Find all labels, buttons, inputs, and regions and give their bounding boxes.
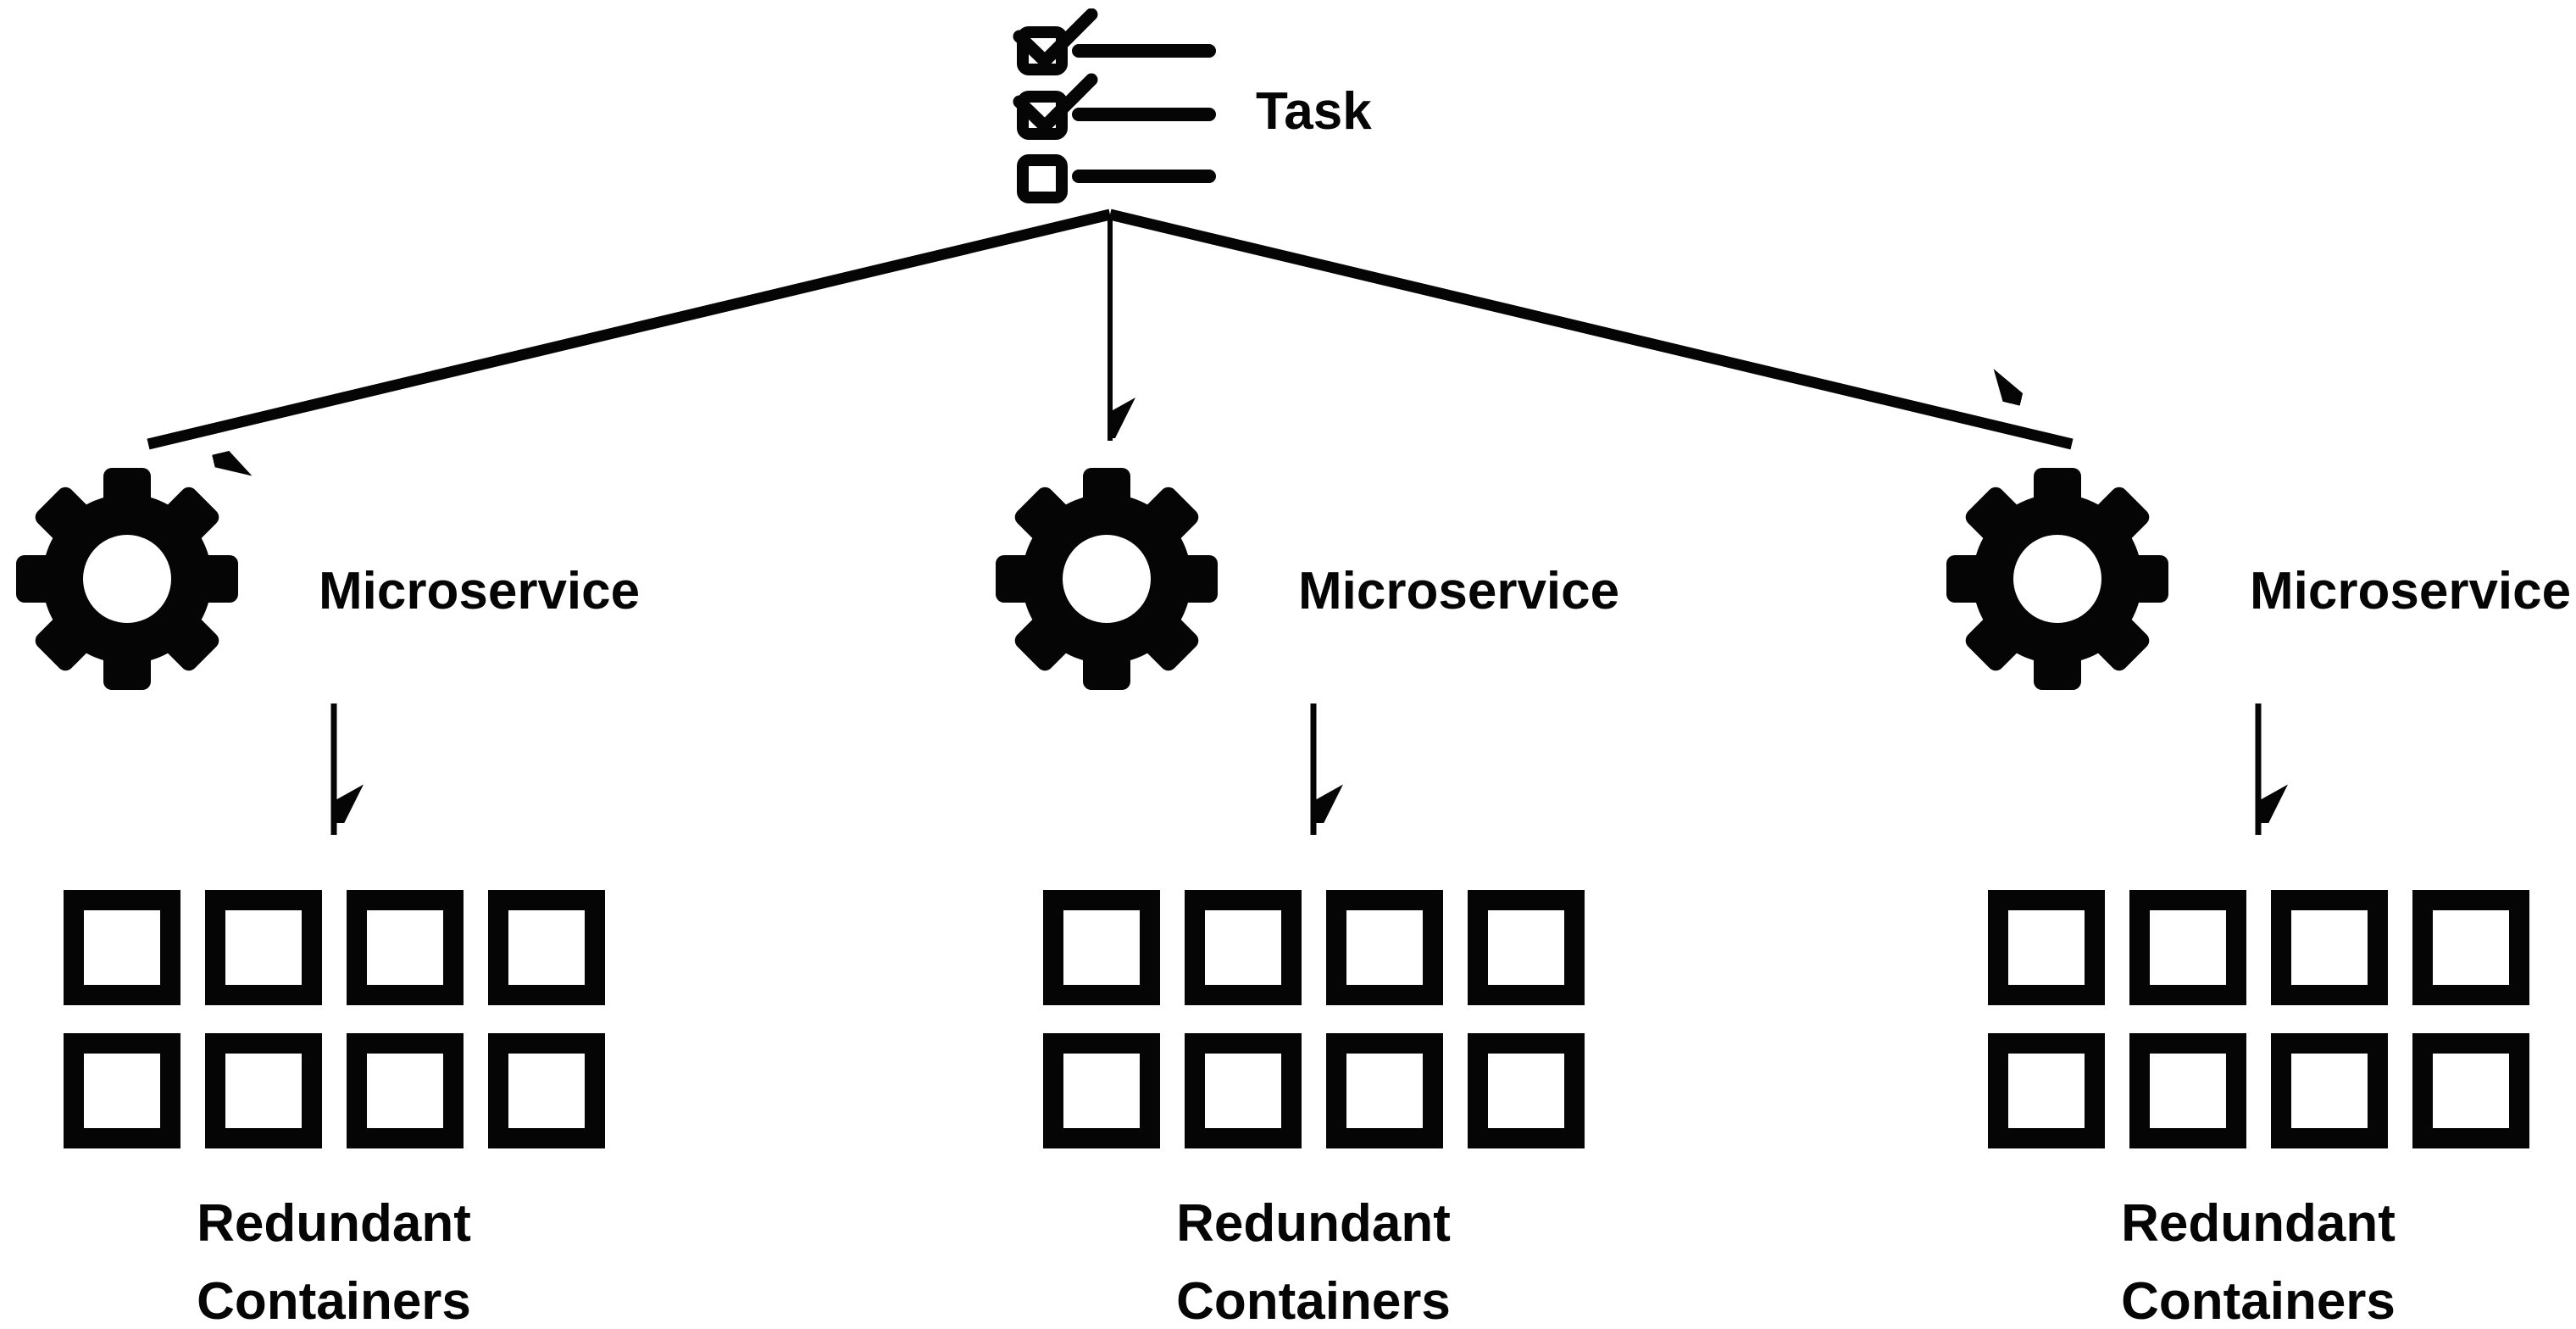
container [64,1033,180,1148]
caption-line: Containers [197,1272,471,1329]
container [1043,1033,1160,1148]
container [1468,1033,1585,1148]
container [205,1033,322,1148]
microservice-2-label: Microservice [1298,562,1620,620]
container [2129,890,2246,1005]
caption-line: Redundant [197,1194,471,1253]
checklist-icon [1013,8,1216,203]
container [1988,890,2105,1005]
container [1468,890,1585,1005]
container [2129,1033,2246,1148]
gear-icon [14,466,240,692]
task-label: Task [1256,82,1372,141]
arrow-task-to-microservice-3 [1108,209,2074,450]
containers-caption-3: Redundant Containers [1962,1185,2555,1329]
container [1988,1033,2105,1148]
caption-line: Containers [1176,1272,1451,1329]
container [1043,890,1160,1005]
arrow-task-to-microservice-1 [147,209,1112,444]
container [2412,1033,2529,1148]
containers-caption-2: Redundant Containers [1017,1185,1610,1329]
containers-caption-1: Redundant Containers [37,1185,630,1329]
container [2271,1033,2388,1148]
container [1185,1033,1302,1148]
container-grid-1 [64,890,605,1148]
container [488,890,605,1005]
container [2271,890,2388,1005]
gear-icon [994,466,1219,692]
container [205,890,322,1005]
container-grid-3 [1988,890,2529,1148]
container [64,890,180,1005]
caption-line: Containers [2121,1272,2396,1329]
caption-line: Redundant [1176,1194,1451,1253]
container [488,1033,605,1148]
container-grid-2 [1043,890,1585,1148]
container [347,890,464,1005]
microservice-3-label: Microservice [2250,562,2572,620]
container [1326,1033,1443,1148]
caption-line: Redundant [2121,1194,2396,1253]
gear-icon [1945,466,2170,692]
container [1185,890,1302,1005]
container [1326,890,1443,1005]
microservice-1-label: Microservice [319,562,641,620]
container [347,1033,464,1148]
container [2412,890,2529,1005]
